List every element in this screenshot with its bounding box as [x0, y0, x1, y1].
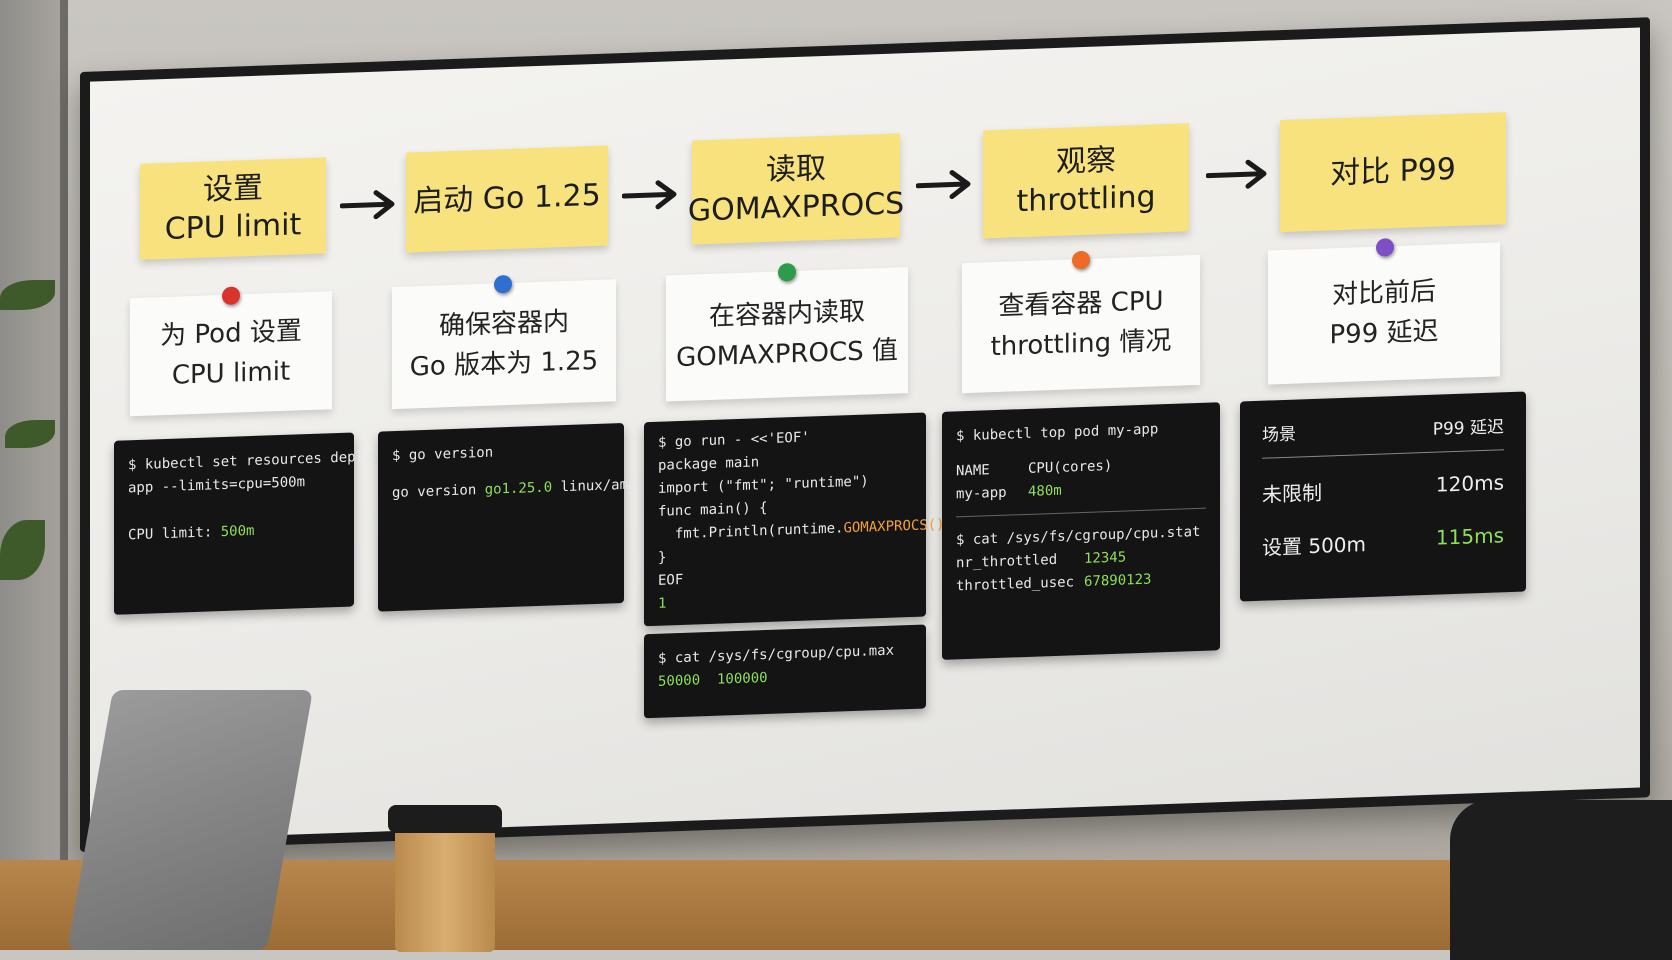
- p99-comparison-table: 场景 P99 延迟 未限制 120ms 设置 500m 115ms: [1240, 391, 1526, 602]
- arrow-right-icon: [340, 190, 395, 220]
- p99-value: 115ms: [1435, 523, 1504, 550]
- step-card-4: 查看容器 CPU throttling 情况: [962, 254, 1200, 394]
- pod-cpu-value: 480m: [1028, 482, 1062, 500]
- terminal-line: $ go version: [392, 444, 494, 465]
- terminal-go-version: $ go version go version go1.25.0 linux/a…: [378, 423, 653, 612]
- terminal-gomaxprocs: $ go run - <<'EOF' package main import (…: [644, 412, 953, 627]
- terminal-line: CPU limit: 500m: [128, 517, 340, 547]
- p99-value: 120ms: [1435, 470, 1504, 497]
- header-p99: P99 延迟: [1432, 417, 1504, 440]
- gomaxprocs-call: GOMAXPROCS(): [843, 516, 945, 537]
- col-header: NAME: [956, 462, 990, 480]
- terminal-line: go version go1.25.0 linux/amd64: [392, 474, 653, 505]
- stat-value: 12345: [1084, 549, 1127, 567]
- step-card-2: 确保容器内 Go 版本为 1.25: [392, 279, 616, 410]
- arrow-right-icon: [1206, 159, 1267, 189]
- terminal-line: $ kubectl top pod my-app: [956, 421, 1159, 445]
- sticky-note-step-5: 对比 P99: [1280, 112, 1506, 233]
- stat-value: 67890123: [1084, 571, 1152, 590]
- limit-label: CPU limit:: [128, 524, 221, 544]
- terminal-cpu-max: $ cat /sys/fs/cgroup/cpu.max 50000 10000…: [644, 624, 926, 719]
- whiteboard: 设置 CPU limit 启动 Go 1.25 读取 GOMAXPROCS 观察…: [80, 17, 1650, 853]
- step-card-5: 对比前后 P99 延迟: [1268, 242, 1500, 385]
- coffee-cup: [395, 812, 495, 952]
- go-version-suffix: linux/amd64: [552, 475, 654, 496]
- stat-key: throttled_usec: [956, 574, 1075, 595]
- step-card-3: 在容器内读取 GOMAXPROCS 值: [666, 267, 908, 402]
- scenario-label: 设置 500m: [1262, 532, 1367, 560]
- step-card-1: 为 Pod 设置 CPU limit: [130, 291, 332, 417]
- col-header: CPU(cores): [1028, 457, 1113, 477]
- scenario-label: 未限制: [1262, 480, 1322, 507]
- sticky-note-step-4: 观察 throttling: [983, 123, 1189, 239]
- code-fragment: fmt.Println(runtime.: [658, 520, 844, 543]
- wall-divider: [60, 0, 68, 941]
- sticky-note-step-1: 设置 CPU limit: [140, 157, 326, 260]
- terminal-set-limit: $ kubectl set resources deploy/my- app -…: [114, 432, 415, 615]
- table-header: 场景 P99 延迟: [1262, 412, 1504, 459]
- coffee-cup-lid: [388, 805, 502, 833]
- office-chair: [1450, 800, 1672, 960]
- divider: [956, 507, 1206, 518]
- arrow-right-icon: [622, 180, 677, 210]
- go-version-prefix: go version: [392, 481, 485, 502]
- sticky-note-step-2: 启动 Go 1.25: [406, 145, 608, 253]
- header-scenario: 场景: [1262, 424, 1296, 446]
- arrow-right-icon: [916, 170, 971, 200]
- sticky-note-step-3: 读取 GOMAXPROCS: [688, 133, 904, 245]
- whiteboard-surface: 设置 CPU limit 启动 Go 1.25 读取 GOMAXPROCS 观察…: [90, 27, 1640, 842]
- table-row: 设置 500m 115ms: [1262, 523, 1504, 560]
- go-version-value: go1.25.0: [484, 479, 553, 498]
- pod-name: my-app: [956, 484, 1007, 503]
- wall-panel: [0, 0, 60, 941]
- table-row: 未限制 120ms: [1262, 470, 1504, 507]
- limit-value: 500m: [220, 522, 255, 541]
